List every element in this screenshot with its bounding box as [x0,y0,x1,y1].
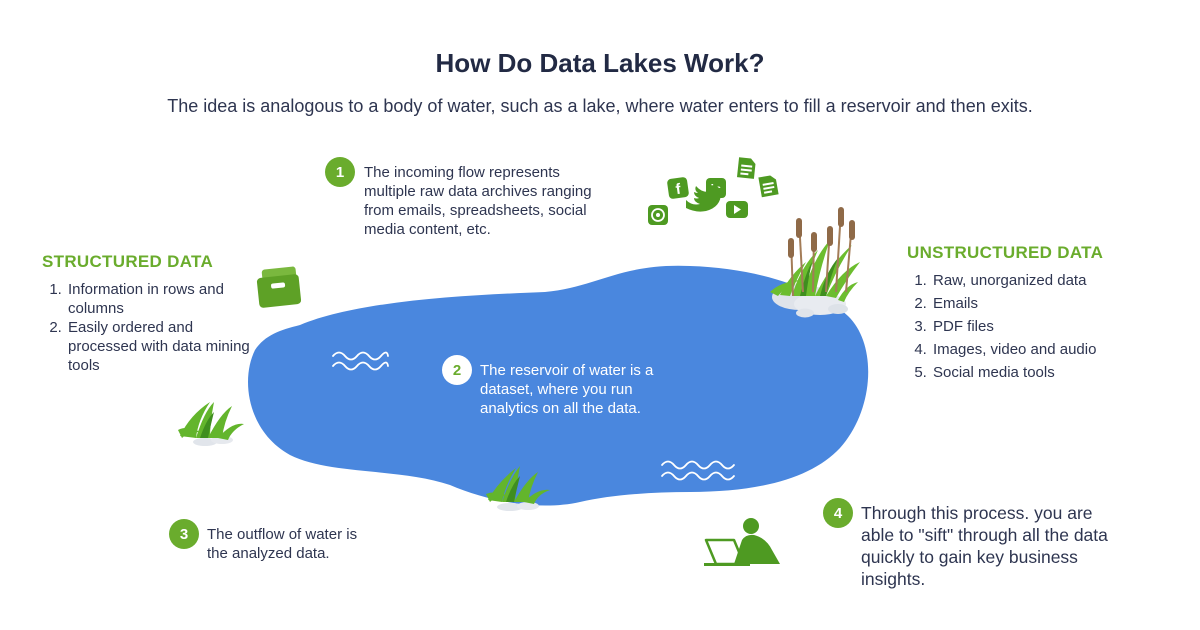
facebook-icon: f [667,177,689,199]
wave-icon-left [332,351,389,371]
step-1-text: The incoming flow represents multiple ra… [364,164,592,238]
step-2-text: The reservoir of water is a dataset, whe… [480,362,654,417]
file-box-icon [256,266,302,308]
list-item: Raw, unorganized data [931,271,1171,290]
plant-icon-middle [486,466,550,511]
twitter-icon [686,186,725,212]
page-subtitle: The idea is analogous to a body of water… [167,96,1033,116]
unstructured-data-list: Raw, unorganized data Emails PDF files I… [907,271,1171,386]
step-3-text: The outflow of water is the analyzed dat… [207,526,358,562]
youtube-icon [726,201,748,218]
lake-shape [248,265,869,506]
step-3-badge: 3 [169,519,199,549]
list-item: Information in rows and columns [66,280,266,318]
document-icon-right [758,175,779,198]
unstructured-data-heading: UNSTRUCTURED DATA [907,243,1104,262]
cattail-reeds-icon [770,207,860,318]
structured-data-list: Information in rows and columns Easily o… [42,280,266,375]
whatsapp-icon [648,205,668,225]
step-1-badge: 1 [325,157,355,187]
list-item: Easily ordered and processed with data m… [66,318,266,375]
laptop-user-icon [704,518,780,566]
list-item: PDF files [931,317,1171,336]
structured-data-heading: STRUCTURED DATA [42,252,214,271]
wave-icon-right [661,460,735,481]
step-4-badge: 4 [823,498,853,528]
step-4-text: Through this process. you are able to "s… [861,503,1108,589]
document-icon-top [736,157,756,179]
step-2-badge: 2 [442,355,472,385]
list-item: Emails [931,294,1171,313]
svg-text:f: f [675,181,683,199]
list-item: Social media tools [931,363,1171,382]
list-item: Images, video and audio [931,340,1171,359]
page-title: How Do Data Lakes Work? [435,48,765,78]
plant-icon-left [178,402,244,446]
